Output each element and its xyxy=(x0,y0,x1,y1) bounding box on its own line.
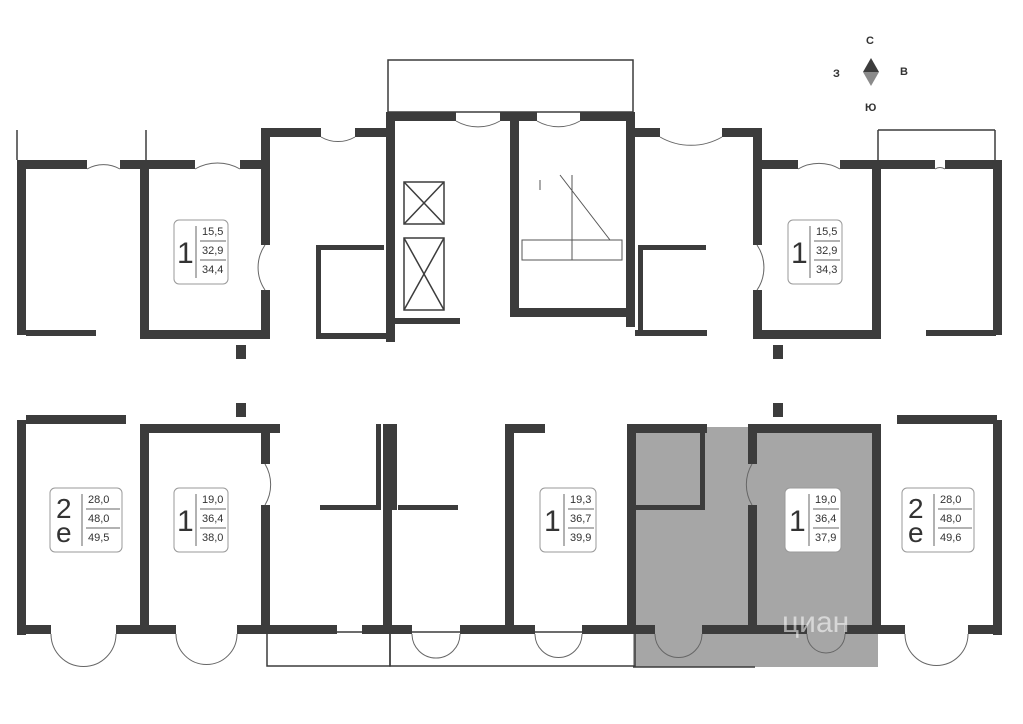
area-with-balcony: 37,9 xyxy=(815,532,836,544)
area-with-balcony: 34,4 xyxy=(202,264,223,276)
walls xyxy=(17,112,1002,635)
watermark-text: циан xyxy=(782,606,849,639)
compass-needle-south-icon xyxy=(863,72,879,86)
area-with-balcony: 49,5 xyxy=(88,532,109,544)
apartment-label-lower-right[interactable]: 1 19,0 36,4 37,9 xyxy=(784,487,842,553)
living-area: 19,3 xyxy=(570,494,591,506)
living-area: 28,0 xyxy=(940,494,961,506)
area-with-balcony: 38,0 xyxy=(202,532,223,544)
compass-south: Ю xyxy=(865,102,876,114)
living-area: 15,5 xyxy=(202,226,223,238)
room-count: 1 xyxy=(791,237,808,270)
living-area: 19,0 xyxy=(202,494,223,506)
room-count: 1 xyxy=(177,237,194,270)
compass-north: С xyxy=(866,35,874,47)
total-area: 36,4 xyxy=(815,513,836,525)
staircase xyxy=(521,174,623,261)
area-with-balcony: 49,6 xyxy=(940,532,961,544)
total-area: 48,0 xyxy=(88,513,109,525)
area-with-balcony: 39,9 xyxy=(570,532,591,544)
area-with-balcony: 34,3 xyxy=(816,264,837,276)
elevator-shafts xyxy=(403,181,445,311)
living-area: 19,0 xyxy=(815,494,836,506)
total-area: 36,7 xyxy=(570,513,591,525)
doors xyxy=(50,120,969,667)
apartment-label-upper-right[interactable]: 1 15,5 32,9 34,3 xyxy=(787,219,843,285)
room-count: 1 xyxy=(177,505,194,538)
apartment-label-lower-mid[interactable]: 1 19,3 36,7 39,9 xyxy=(539,487,597,553)
room-count: 1 xyxy=(544,505,561,538)
total-area: 32,9 xyxy=(816,245,837,257)
room-count: 1 xyxy=(789,505,806,538)
compass-needle-north-icon xyxy=(863,58,879,72)
apartment-label-lower-left[interactable]: 1 19,0 36,4 38,0 xyxy=(173,487,229,553)
compass-east: В xyxy=(900,66,908,78)
living-area: 28,0 xyxy=(88,494,109,506)
total-area: 48,0 xyxy=(940,513,961,525)
compass-west: З xyxy=(833,68,840,80)
apartment-label-upper-left[interactable]: 1 15,5 32,9 34,4 xyxy=(173,219,229,285)
living-area: 15,5 xyxy=(816,226,837,238)
total-area: 36,4 xyxy=(202,513,223,525)
compass: С З В Ю xyxy=(833,35,908,114)
total-area: 32,9 xyxy=(202,245,223,257)
